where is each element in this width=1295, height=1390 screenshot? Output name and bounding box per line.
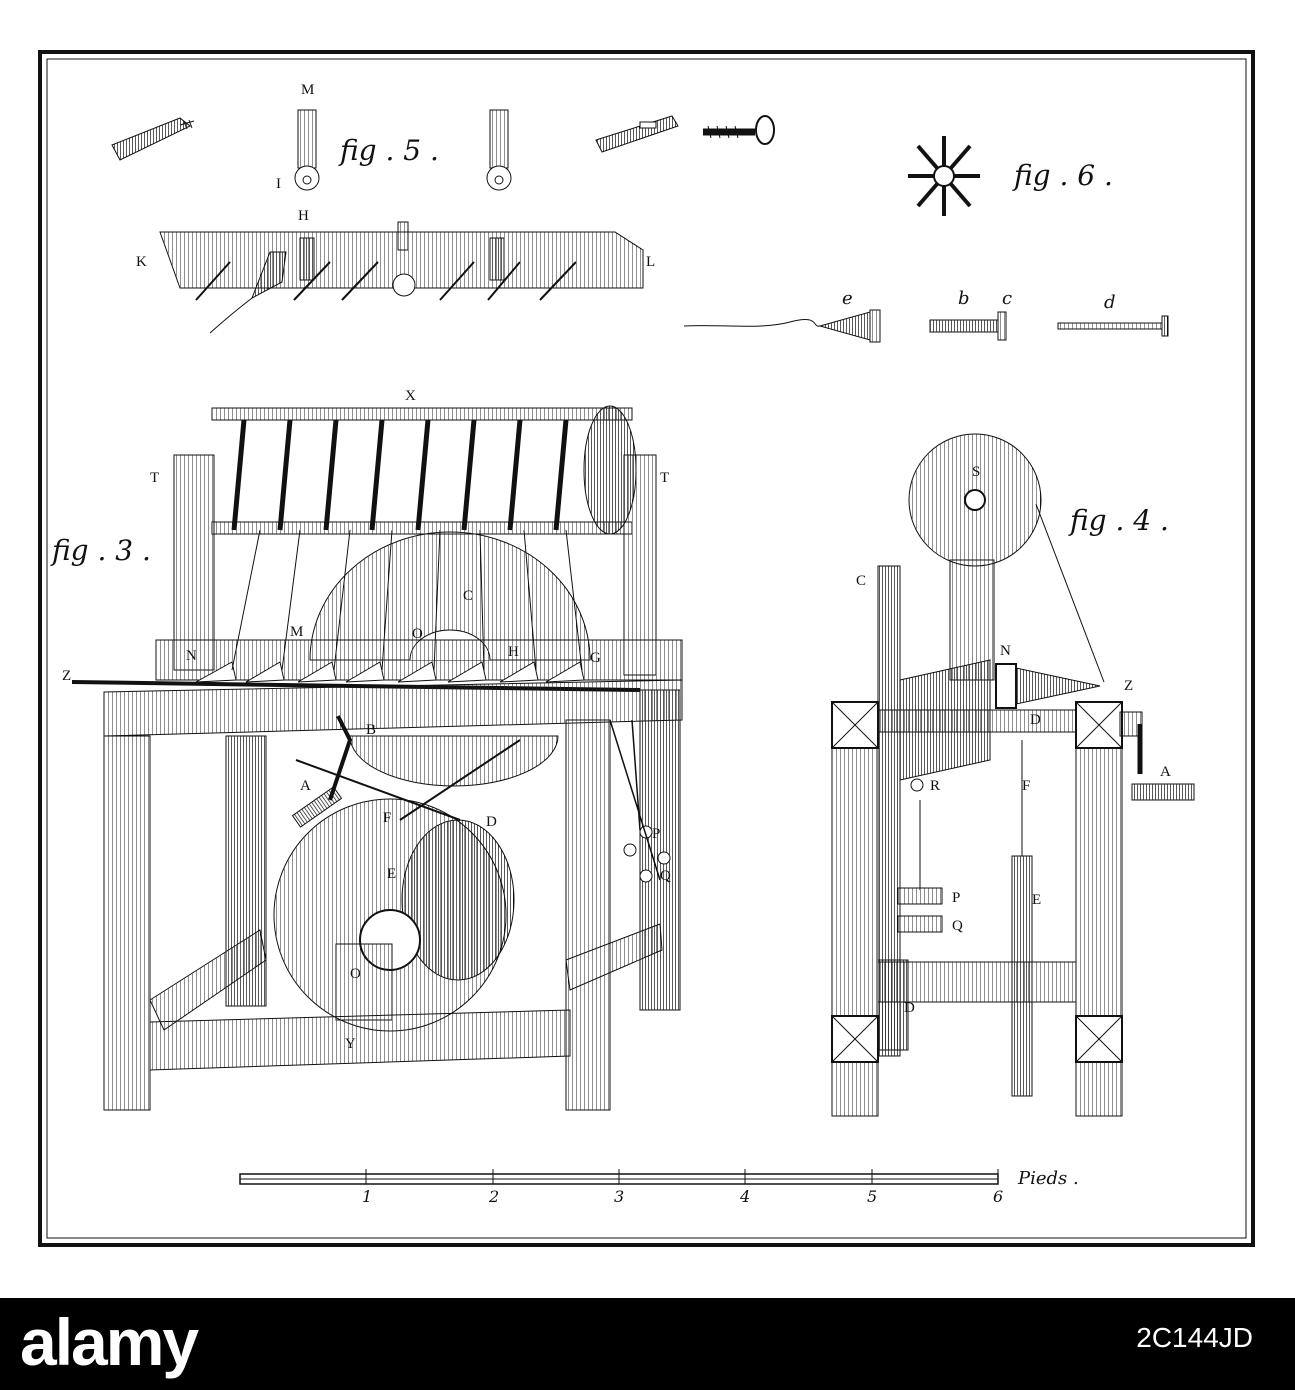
watermark-image-id: 2C144JD (1136, 1322, 1253, 1353)
fig4-label-N: N (1000, 643, 1011, 659)
fig3-label-D: D (486, 814, 497, 830)
watermark-bar: alamy 2C144JD (0, 1298, 1295, 1390)
fig3-label-O: O (412, 626, 423, 642)
fig4-label-Q: Q (952, 918, 963, 934)
fig6-reel-star (908, 136, 980, 216)
fig4-label-A: A (1160, 764, 1171, 780)
fig5-label-L: L (646, 254, 655, 270)
fig5-label-K: K (136, 254, 147, 270)
fig6-label-e: e (842, 288, 853, 309)
fig4-label-R: R (930, 778, 940, 794)
fig4-label-C: C (856, 573, 866, 589)
fig5-caption: fig . 5 . (338, 134, 439, 167)
fig3-label-X: X (405, 388, 416, 404)
fig3-label-Q: Q (660, 868, 671, 884)
fig3-label-O-block: O (350, 966, 361, 982)
fig5-label-M: M (301, 82, 314, 98)
fig3-label-M: M (290, 624, 303, 640)
fig6-caption: fig . 6 . (1012, 159, 1113, 192)
scale-bar (239, 1169, 999, 1185)
fig4-caption: fig . 4 . (1068, 504, 1169, 537)
fig4-label-P: P (952, 890, 960, 906)
fig6-parts (683, 309, 1169, 343)
scale-tick-6: 6 (993, 1187, 1003, 1206)
scale-tick-3: 3 (614, 1187, 624, 1206)
plate-border-inner (46, 58, 1247, 1239)
fig3-label-A: A (300, 778, 311, 794)
scale-tick-4: 4 (739, 1187, 750, 1206)
fig3-caption: fig . 3 . (50, 534, 151, 567)
fig6-label-b: b (958, 288, 970, 309)
fig3-label-H: H (508, 644, 519, 660)
fig6-label-d: d (1104, 292, 1116, 313)
fig5-spindle-rail (159, 221, 644, 334)
fig3-label-N: N (186, 648, 197, 664)
scale-unit-label: Pieds . (1017, 1168, 1079, 1189)
engraving-plate: M I fig . 5 . H K L fig . 6 . e b c d (38, 50, 1255, 1247)
fig3-label-Y: Y (345, 1036, 356, 1052)
scale-tick-2: 2 (488, 1187, 499, 1206)
fig3-label-P: P (652, 826, 660, 842)
fig4-label-F: F (1022, 778, 1030, 794)
scale-tick-5: 5 (867, 1187, 877, 1206)
fig5-label-I: I (276, 176, 281, 192)
fig3-machine (71, 405, 683, 1111)
fig4-label-D-axle: D (1030, 712, 1041, 728)
fig3-label-T-right: T (660, 470, 669, 486)
fig3-label-F: F (383, 810, 391, 826)
fig4-label-E: E (1032, 892, 1041, 908)
fig6-label-c: c (1002, 288, 1012, 309)
fig3-label-E: E (387, 866, 396, 882)
fig4-label-D-pulley: D (904, 1000, 915, 1016)
fig3-label-C: C (463, 588, 473, 604)
fig4-label-Z: Z (1124, 678, 1133, 694)
watermark-brand: alamy (20, 1305, 199, 1379)
fig5-parts (111, 109, 775, 191)
plate-border-outer (38, 50, 1255, 1247)
fig4-machine (831, 433, 1195, 1117)
fig3-label-G: G (590, 650, 601, 666)
fig3-label-Z: Z (62, 668, 71, 684)
scale-tick-1: 1 (362, 1187, 372, 1206)
fig3-label-T-left: T (150, 470, 159, 486)
fig3-label-B: B (366, 722, 376, 738)
fig5-label-H: H (298, 208, 309, 224)
fig4-label-S: S (972, 464, 980, 480)
